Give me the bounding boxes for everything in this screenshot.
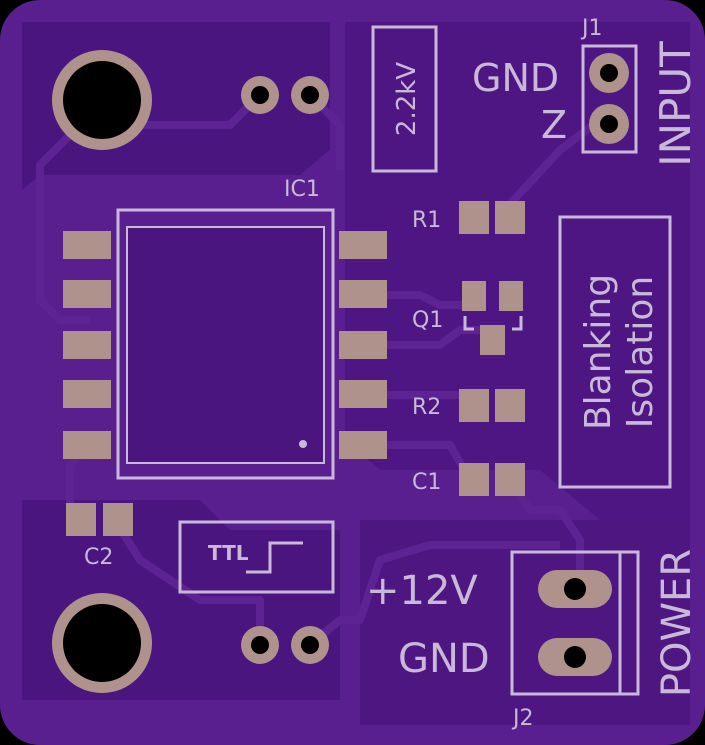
- j1-connector: [581, 44, 638, 154]
- q1-label: Q1: [412, 308, 443, 333]
- c1-footprint: [459, 463, 525, 496]
- via-pair-top: [241, 76, 329, 114]
- r1-label: R1: [412, 208, 441, 233]
- power-label: POWER: [654, 549, 700, 697]
- pin1-marker: [299, 440, 307, 448]
- r2-footprint: [459, 389, 525, 422]
- j2-connector: [510, 550, 640, 696]
- v12-label: +12V: [366, 568, 478, 614]
- input-label: INPUT: [651, 41, 700, 167]
- isolation-label: Isolation: [620, 276, 661, 428]
- j2-label: J2: [511, 706, 534, 731]
- voltage-rating-box: [371, 25, 438, 173]
- mounting-hole-top-left: [52, 50, 152, 150]
- blanking-label: Blanking: [578, 274, 619, 430]
- gnd-top-label: GND: [472, 56, 559, 100]
- voltage-rating-label: 2.2kV: [392, 62, 422, 136]
- c2-label: C2: [84, 545, 113, 570]
- ic1-label: IC1: [284, 177, 320, 202]
- j1-label: J1: [580, 16, 603, 41]
- c1-label: C1: [412, 470, 441, 495]
- c2-footprint: [66, 503, 133, 536]
- q1-footprint: [462, 281, 523, 355]
- r1-footprint: [459, 201, 525, 234]
- gnd-bottom-label: GND: [398, 636, 490, 682]
- ttl-box: [178, 520, 335, 594]
- ic1-footprint: [63, 208, 387, 480]
- ttl-label: TTL: [208, 541, 249, 565]
- z-label: Z: [541, 103, 567, 147]
- blanking-isolation-box: [558, 215, 672, 489]
- r2-label: R2: [412, 395, 441, 420]
- via-pair-bottom: [241, 626, 329, 664]
- mounting-hole-bottom-left: [52, 593, 152, 693]
